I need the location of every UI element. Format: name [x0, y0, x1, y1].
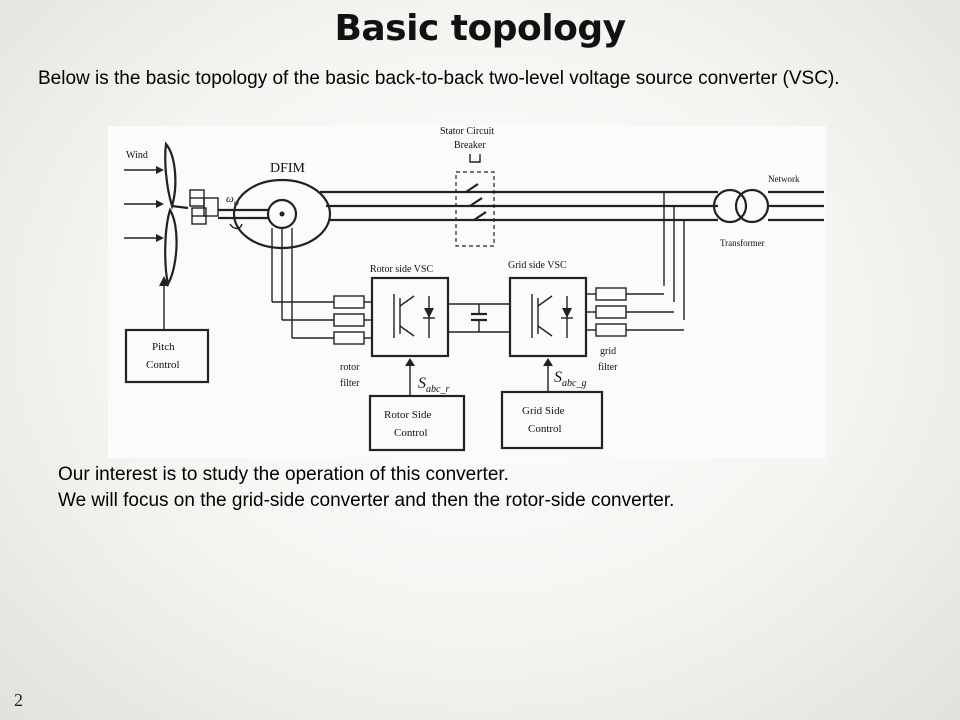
- turbine-blades: [164, 141, 189, 288]
- wind-arrows: [124, 166, 164, 242]
- grid-control-box: [500, 390, 604, 450]
- rotor-vsc-box: [370, 276, 450, 358]
- grid-filter: [586, 287, 684, 337]
- wind-label: Wind: [126, 150, 148, 161]
- slide-title: Basic topology: [334, 8, 626, 49]
- slide-number: 2: [14, 690, 23, 710]
- breaker-label-2: Breaker: [454, 140, 486, 151]
- stator-bus: [320, 190, 824, 222]
- dc-link: [448, 303, 510, 333]
- rotor-vsc-label: Rotor side VSC: [370, 264, 433, 275]
- dfim-label: DFIM: [270, 161, 306, 176]
- breaker-label-1: Stator Circuit: [440, 126, 494, 137]
- grid-filter-label-2: filter: [598, 362, 618, 373]
- grid-tap-lines: [663, 192, 685, 320]
- pitch-control-box: [124, 328, 210, 384]
- topology-figure: Wind ωm DFIM: [108, 126, 826, 458]
- grid-vsc-igbt-icon: [531, 294, 573, 338]
- network-label: Network: [768, 174, 800, 184]
- transformer-label: Transformer: [720, 238, 765, 248]
- rotor-wiring: [271, 228, 334, 339]
- rotor-control-label-2: Control: [394, 427, 428, 439]
- notes: Our interest is to study the operation o…: [58, 462, 938, 514]
- grid-control-label-2: Control: [528, 423, 562, 435]
- gearbox: [189, 189, 219, 225]
- grid-vsc-box: [508, 276, 588, 358]
- grid-signal-arrow-icon: [543, 358, 553, 366]
- pitch-control-label-2: Control: [146, 359, 180, 371]
- intro-text: Below is the basic topology of the basic…: [38, 68, 840, 89]
- breaker-box: [455, 171, 495, 247]
- rotor-signal-arrow-icon: [405, 358, 415, 366]
- grid-control-label-1: Grid Side: [522, 405, 565, 417]
- pitch-arrow-icon: [159, 276, 169, 286]
- breaker-actuator: [469, 154, 481, 163]
- rotor-vsc-igbt-icon: [393, 294, 435, 338]
- grid-vsc-label: Grid side VSC: [508, 260, 567, 271]
- pitch-control-label-1: Pitch: [152, 341, 175, 353]
- rotor-control-label-1: Rotor Side: [384, 409, 431, 421]
- rotor-filter-label-1: rotor: [340, 362, 360, 373]
- rotor-control-box: [368, 394, 466, 452]
- transformer-coil-1: [712, 188, 748, 224]
- rotation-arrow-icon: [229, 223, 243, 230]
- grid-filter-label-1: grid: [600, 346, 616, 357]
- s-rotor-label: Sabc_r: [418, 375, 449, 395]
- transformer-coil-2: [734, 188, 770, 224]
- note-line-1: Our interest is to study the operation o…: [58, 464, 509, 485]
- note-line-2: We will focus on the grid-side converter…: [58, 490, 675, 511]
- breaker-contacts: [465, 183, 487, 221]
- s-grid-label: Sabc_g: [554, 369, 586, 389]
- rotor-filter-label-2: filter: [340, 378, 360, 389]
- topology-diagram: Wind ωm DFIM: [124, 126, 824, 452]
- rotor-filter: [333, 295, 372, 345]
